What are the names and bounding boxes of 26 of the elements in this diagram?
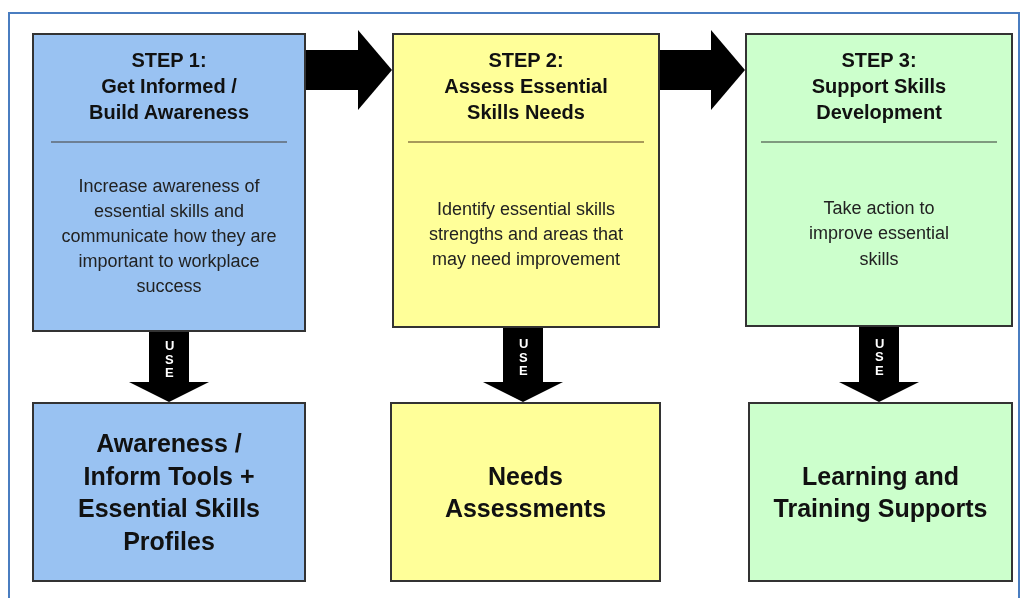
step-box	[745, 33, 1013, 327]
step-number: STEP 2:	[488, 48, 564, 73]
arrow	[839, 327, 919, 402]
step-description: Take action to improve essential skills	[807, 197, 951, 271]
arrow	[129, 332, 209, 402]
step-number: STEP 3:	[841, 48, 917, 73]
resource-box	[748, 402, 1013, 582]
step-box	[392, 33, 660, 328]
step-heading: Assess Essential Skills Needs	[443, 74, 609, 125]
resource-title: Awareness / Inform Tools + Essential Skills Profiles	[76, 428, 261, 557]
step-description: Increase awareness of essential skills and communicate how they are important to workplace success	[60, 174, 278, 299]
edge-label: USE	[875, 336, 883, 378]
resource-box	[390, 402, 661, 582]
resource-title: Learning and Training Supports	[773, 460, 988, 524]
step-number: STEP 1:	[131, 48, 207, 73]
arrow	[483, 328, 563, 402]
step-heading: Support Skills Development	[810, 74, 948, 125]
step-heading: Get Informed / Build Awareness	[87, 74, 251, 125]
arrow	[660, 30, 745, 110]
arrow	[306, 30, 392, 110]
edge-label: USE	[165, 339, 173, 380]
step-box	[32, 33, 306, 332]
resource-title: Needs Assessments	[443, 460, 608, 524]
resource-box	[32, 402, 306, 582]
edge-label: USE	[519, 337, 527, 378]
step-description: Identify essential skills strengths and areas that may need improvement	[427, 197, 625, 272]
